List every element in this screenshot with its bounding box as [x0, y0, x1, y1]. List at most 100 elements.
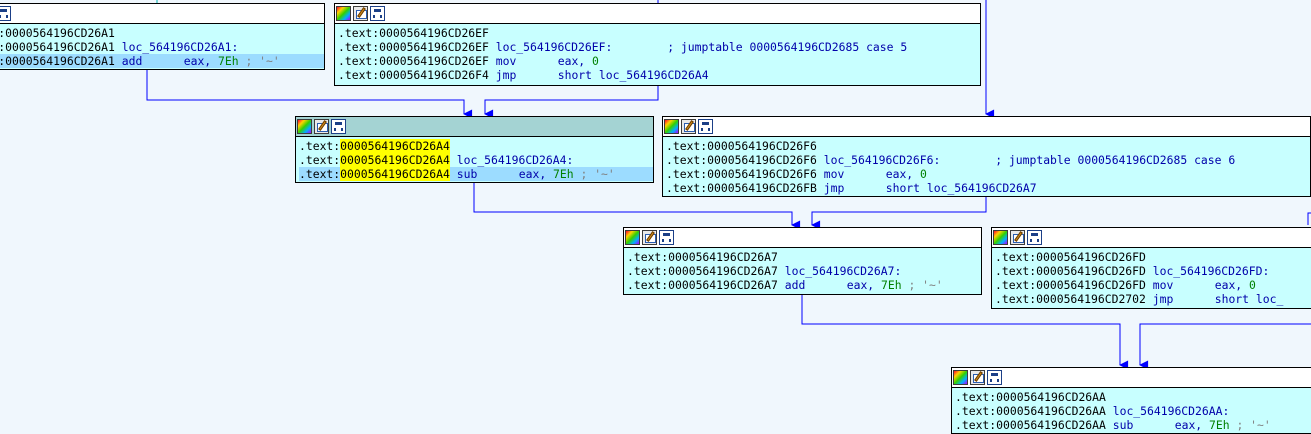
code-label[interactable]: loc_564196CD26FD: — [1152, 264, 1270, 278]
address: .text:0000564196CD26F6 — [666, 139, 817, 153]
mnemonic: add — [121, 54, 143, 68]
address: .text:0000564196CD26FD — [995, 264, 1146, 278]
rename-icon[interactable] — [970, 370, 985, 385]
color-icon[interactable] — [297, 119, 312, 134]
code-block-26aa[interactable]: .text:0000564196CD26AA.text:0000564196CD… — [951, 367, 1311, 434]
asm-line[interactable]: .text:0000564196CD26EF loc_564196CD26EF:… — [338, 40, 980, 54]
code-label[interactable]: loc_564196CD26AA: — [1112, 404, 1230, 418]
segment-prefix: .text: — [299, 139, 341, 153]
address: .text:0000564196CD26A1 — [0, 54, 115, 68]
address-highlight[interactable]: 0000564196CD26A4 — [340, 139, 450, 153]
mnemonic: mov — [823, 167, 845, 181]
rename-icon[interactable] — [314, 119, 329, 134]
rename-icon[interactable] — [1010, 230, 1025, 245]
operand-number: 0 — [1249, 278, 1256, 292]
edge-26a1-to-26a4 — [146, 70, 473, 119]
asm-line[interactable]: .text:0000564196CD26A1 loc_564196CD26A1: — [0, 40, 324, 54]
node-code: .text:0000564196CD26EF.text:0000564196CD… — [335, 24, 980, 82]
address: .text:0000564196CD26A7 — [627, 264, 778, 278]
edge-26a7-to-26aa — [801, 295, 1129, 370]
rename-icon[interactable] — [681, 119, 696, 134]
graph-overview-icon[interactable] — [331, 119, 346, 134]
code-block-26a1[interactable]: .text:0000564196CD26A1.text:0000564196CD… — [0, 3, 325, 70]
color-icon[interactable] — [993, 230, 1008, 245]
address: .text:0000564196CD2702 — [995, 292, 1146, 306]
operand-number: 0 — [592, 54, 599, 68]
operand: ; jumptable 0000564196CD2685 case 5 — [612, 40, 908, 54]
color-icon[interactable] — [953, 370, 968, 385]
graph-overview-icon[interactable] — [1027, 230, 1042, 245]
node-toolbar — [296, 117, 653, 137]
comment: ; '~' — [901, 278, 943, 292]
edge-26fd-to-26aa — [1139, 323, 1311, 370]
operand: eax, — [1174, 418, 1210, 432]
code-label[interactable]: loc_564196CD26A4: — [456, 153, 574, 167]
color-icon[interactable] — [664, 119, 679, 134]
asm-line[interactable]: .text:0000564196CD26A4 — [299, 139, 653, 153]
asm-line[interactable]: .text:0000564196CD26AA loc_564196CD26AA: — [955, 404, 1311, 418]
address-highlight[interactable]: 0000564196CD26A4 — [340, 153, 450, 167]
asm-line[interactable]: .text:0000564196CD26A7 loc_564196CD26A7: — [627, 264, 981, 278]
asm-line[interactable]: .text:0000564196CD26FD — [995, 250, 1311, 264]
code-block-26f6[interactable]: .text:0000564196CD26F6.text:0000564196CD… — [662, 116, 1311, 197]
code-block-26a4[interactable]: .text:0000564196CD26A4.text:0000564196CD… — [295, 116, 654, 183]
mnemonic: sub — [456, 167, 478, 181]
address: .text:0000564196CD26F4 — [338, 68, 489, 82]
operand: eax, — [846, 278, 882, 292]
flow-edges — [146, 0, 1311, 370]
operand: eax, — [1214, 278, 1250, 292]
asm-line[interactable]: .text:0000564196CD26EF — [338, 26, 980, 40]
address-highlight[interactable]: 0000564196CD26A4 — [340, 167, 450, 181]
address: .text:0000564196CD26AA — [955, 390, 1106, 404]
address: .text:0000564196CD26EF — [338, 40, 489, 54]
asm-line[interactable]: .text:0000564196CD26A1 — [0, 26, 324, 40]
comment: ; '~' — [238, 54, 280, 68]
code-label[interactable]: loc_564196CD26A1: — [121, 40, 239, 54]
node-code: .text:0000564196CD26A7.text:0000564196CD… — [624, 248, 981, 292]
graph-overview-icon[interactable] — [370, 6, 385, 21]
graph-overview-icon[interactable] — [987, 370, 1002, 385]
address: .text:0000564196CD26A7 — [627, 278, 778, 292]
asm-line[interactable]: .text:0000564196CD26F6 loc_564196CD26F6:… — [666, 153, 1310, 167]
graph-overview-icon[interactable] — [659, 230, 674, 245]
mnemonic: jmp — [1152, 292, 1174, 306]
mnemonic: mov — [495, 54, 517, 68]
address: .text:0000564196CD26FB — [666, 181, 817, 195]
node-code: .text:0000564196CD26FD.text:0000564196CD… — [992, 248, 1311, 306]
asm-line[interactable]: .text:0000564196CD26FD loc_564196CD26FD: — [995, 264, 1311, 278]
rename-icon[interactable] — [642, 230, 657, 245]
operand: eax, — [183, 54, 219, 68]
address: .text:0000564196CD26EF — [338, 54, 489, 68]
color-icon[interactable] — [336, 6, 351, 21]
asm-line[interactable]: .text:0000564196CD26A7 — [627, 250, 981, 264]
rename-icon[interactable] — [353, 6, 368, 21]
code-label[interactable]: loc_564196CD26A7: — [784, 264, 902, 278]
graph-overview-icon[interactable] — [698, 119, 713, 134]
operand: short loc_ — [1214, 292, 1284, 306]
asm-line[interactable]: .text:0000564196CD26A4 loc_564196CD26A4: — [299, 153, 653, 167]
code-label[interactable]: loc_564196CD26F6: — [823, 153, 941, 167]
code-block-26ef[interactable]: .text:0000564196CD26EF.text:0000564196CD… — [334, 3, 981, 86]
asm-line[interactable]: .text:0000564196CD26EF mov eax, 0 — [338, 54, 980, 68]
asm-line[interactable]: .text:0000564196CD2702 jmp short loc_ — [995, 292, 1311, 306]
color-icon[interactable] — [625, 230, 640, 245]
graph-overview-icon[interactable] — [0, 6, 11, 21]
code-block-26a7[interactable]: .text:0000564196CD26A7.text:0000564196CD… — [623, 227, 982, 295]
asm-line[interactable]: .text:0000564196CD26F6 — [666, 139, 1310, 153]
operand: short loc_564196CD26A7 — [885, 181, 1037, 195]
operand: eax, — [557, 54, 593, 68]
mnemonic: mov — [1152, 278, 1174, 292]
asm-line[interactable]: .text:0000564196CD26AA — [955, 390, 1311, 404]
address: .text:0000564196CD26A1 — [0, 40, 115, 54]
code-label[interactable]: loc_564196CD26EF: — [495, 40, 613, 54]
edge-26f6-to-26a7 — [811, 197, 987, 230]
code-block-26fd[interactable]: .text:0000564196CD26FD.text:0000564196CD… — [991, 227, 1311, 309]
